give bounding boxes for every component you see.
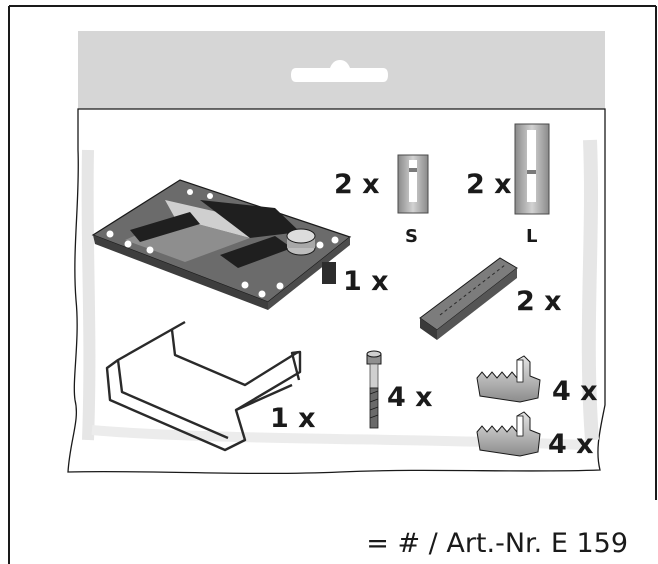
spacer-s-quantity: 2 x — [334, 169, 380, 200]
clamp-lower-quantity: 4 x — [548, 429, 594, 460]
spacer-l-quantity: 2 x — [466, 169, 512, 200]
clamp-upper-quantity: 4 x — [552, 376, 598, 407]
spacer-l-part — [514, 123, 550, 215]
toothed-rail-quantity: 2 x — [516, 286, 562, 317]
screw-part — [366, 350, 382, 429]
base-plate-quantity: 1 x — [343, 266, 389, 297]
parts-bag — [67, 31, 606, 475]
bag-crease-right — [581, 139, 599, 441]
wire-bracket-quantity: 1 x — [270, 403, 316, 434]
spacer-s-size-label: S — [405, 226, 418, 247]
bag-crease-left — [81, 149, 96, 441]
toothed-rail — [419, 257, 518, 340]
hang-hole — [291, 60, 388, 82]
outer-border — [8, 5, 657, 564]
spacer-s-part — [397, 154, 429, 214]
article-number: = # / Art.-Nr. E 159 — [366, 528, 628, 559]
spacer-l-size-label: L — [526, 226, 538, 247]
wire-bracket — [105, 320, 302, 452]
screw-quantity: 4 x — [387, 382, 433, 413]
base-plate — [91, 179, 352, 310]
clamp-lower-part — [476, 411, 541, 457]
bag-outline — [67, 108, 606, 475]
clamp-upper-part — [476, 355, 541, 403]
